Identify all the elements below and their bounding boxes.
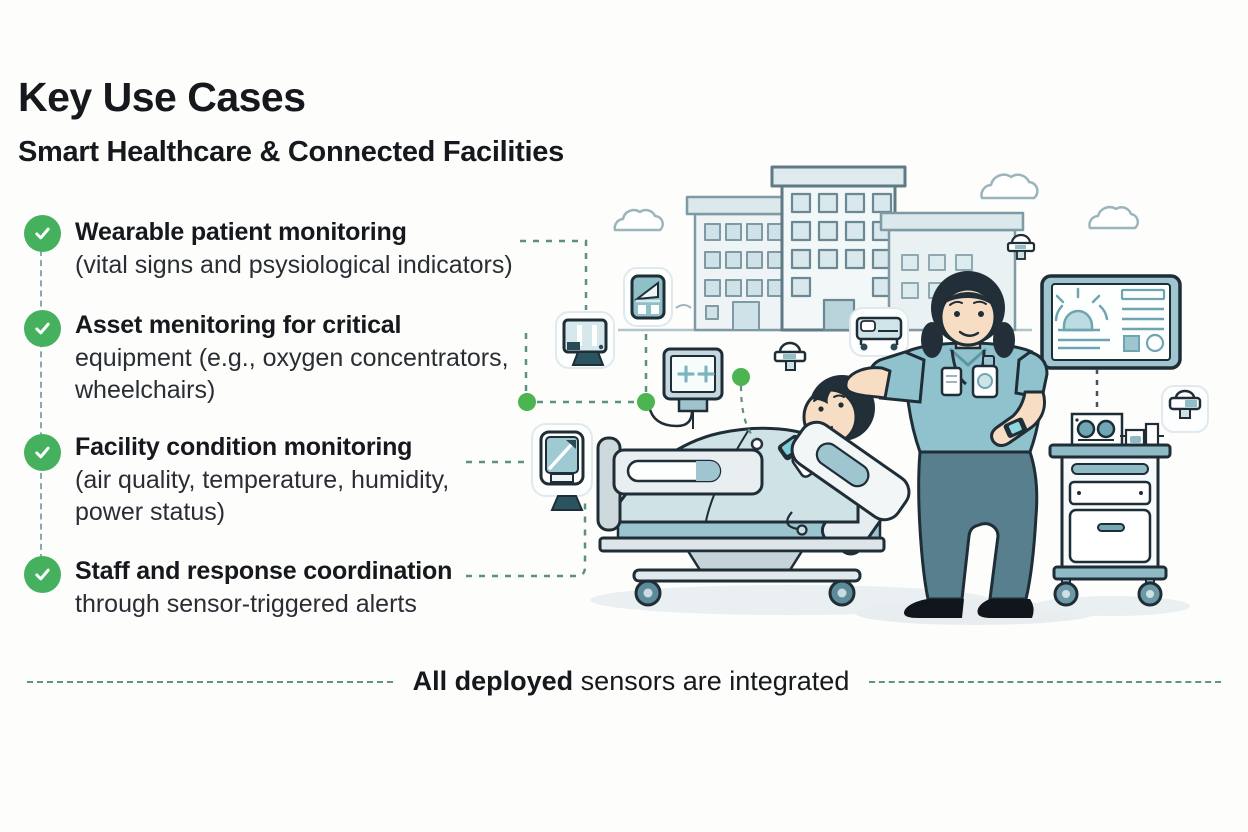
footer: All deployed sensors are integrated <box>0 666 1248 697</box>
connector-dots <box>518 368 750 411</box>
use-case-description: equipment (e.g., oxygen concentrators, <box>75 344 509 372</box>
use-case-heading: Facility condition monitoring <box>75 433 413 461</box>
checkmark-icon <box>35 227 50 240</box>
check-icon <box>24 434 61 471</box>
medical-cart <box>1048 412 1172 607</box>
nurse <box>844 271 1049 618</box>
use-case-item: Facility condition monitoring (air quali… <box>75 431 545 528</box>
hospital-bed <box>596 375 911 607</box>
checkmark-icon <box>35 446 50 459</box>
vitals-monitor-icon <box>647 347 724 429</box>
use-case-heading: Staff and response coordination <box>75 557 453 585</box>
use-case-description: (air quality, temperature, humidity, <box>75 466 450 494</box>
page-subtitle: Smart Healthcare & Connected Facilities <box>18 136 564 168</box>
use-case-description: through sensor-triggered alerts <box>75 590 417 618</box>
footer-dash-left <box>26 680 393 683</box>
footer-text-rest: sensors are integrated <box>573 666 850 696</box>
use-case-heading: Asset menitoring for critical <box>75 311 402 339</box>
ground-shadows <box>590 585 1190 625</box>
smartwatch-icon <box>1003 417 1028 438</box>
page-title: Key Use Cases <box>18 74 306 120</box>
check-icon <box>24 556 61 593</box>
connector-lines <box>466 239 756 578</box>
wearable-sensor-tile <box>623 267 673 327</box>
wall-sensor-tile <box>1161 385 1209 433</box>
check-icon <box>24 310 61 347</box>
use-case-description: wheelchairs) <box>75 376 216 404</box>
ceiling-sensor-icon <box>773 341 807 371</box>
footer-text-bold: All deployed <box>412 666 574 696</box>
use-case-item: Wearable patient monitoring (vital signs… <box>75 216 545 281</box>
bed-sensor-tile <box>849 307 909 357</box>
footer-dash-right <box>869 680 1222 683</box>
use-case-description: power status) <box>75 498 226 526</box>
use-case-description: (vital signs and psysiological indicator… <box>75 251 513 279</box>
checkmark-icon <box>35 568 50 581</box>
cloud-icon <box>613 173 1140 232</box>
monitor-sensor-tile <box>555 311 615 369</box>
use-case-item: Asset menitoring for critical equipment … <box>75 309 545 406</box>
check-icon <box>24 215 61 252</box>
use-case-item: Staff and response coordination through … <box>75 555 545 620</box>
wall-display-icon <box>1040 274 1182 411</box>
healthcare-illustration <box>466 165 1209 625</box>
checklist-rail <box>40 250 42 560</box>
ceiling-sensor-icon <box>1006 233 1036 260</box>
use-case-heading: Wearable patient monitoring <box>75 218 407 246</box>
thermostat-sensor-tile <box>531 423 593 511</box>
footer-text: All deployed sensors are integrated <box>413 666 850 697</box>
checkmark-icon <box>35 322 50 335</box>
